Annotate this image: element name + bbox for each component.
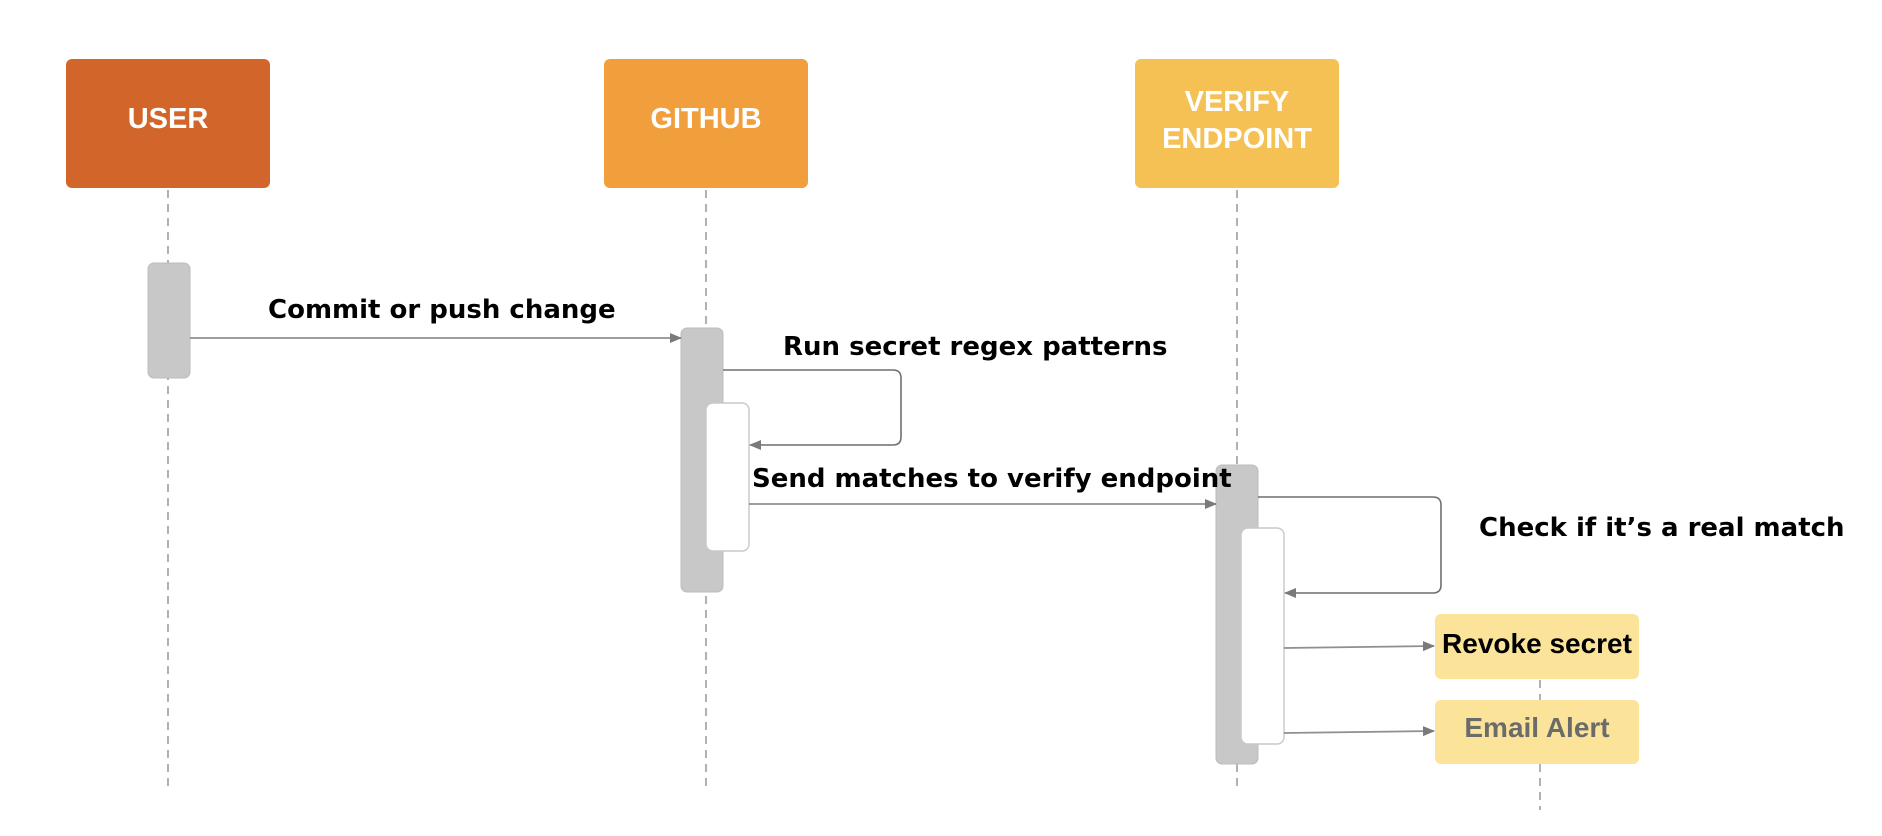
commit-label: Commit or push change bbox=[268, 295, 616, 325]
revoke-secret-label: Revoke secret bbox=[1442, 628, 1632, 659]
actor-github-label: GITHUB bbox=[650, 103, 761, 135]
actor-verify-endpoint: VERIFY ENDPOINT bbox=[1135, 59, 1339, 188]
revoke-arrow bbox=[1283, 641, 1435, 652]
email-arrow bbox=[1283, 726, 1435, 737]
actor-user-label: USER bbox=[128, 103, 209, 135]
actor-github-box bbox=[604, 59, 808, 188]
user-activation bbox=[147, 262, 191, 379]
actor-verify-box bbox=[1135, 59, 1339, 188]
revoke-secret-rect bbox=[1435, 614, 1639, 679]
run-regex-arrow bbox=[723, 369, 902, 450]
actor-verify-label-line1: VERIFY bbox=[1185, 86, 1290, 118]
actor-verify-label-line2: ENDPOINT bbox=[1162, 123, 1312, 155]
actor-github: GITHUB bbox=[604, 59, 808, 188]
actor-user: USER bbox=[66, 59, 270, 188]
revoke-secret-box: Revoke secret bbox=[1435, 614, 1639, 679]
verify-inner-activation bbox=[1240, 527, 1285, 745]
send-matches-label: Send matches to verify endpoint bbox=[752, 464, 1232, 494]
check-match-arrow bbox=[1258, 496, 1442, 598]
run-regex-label: Run secret regex patterns bbox=[783, 332, 1168, 362]
actor-user-box bbox=[66, 59, 270, 188]
email-alert-box: Email Alert bbox=[1435, 700, 1639, 764]
check-match-label: Check if it’s a real match bbox=[1479, 513, 1845, 543]
github-inner-activation bbox=[705, 402, 750, 552]
email-alert-label: Email Alert bbox=[1464, 712, 1609, 743]
email-alert-rect bbox=[1435, 700, 1639, 764]
